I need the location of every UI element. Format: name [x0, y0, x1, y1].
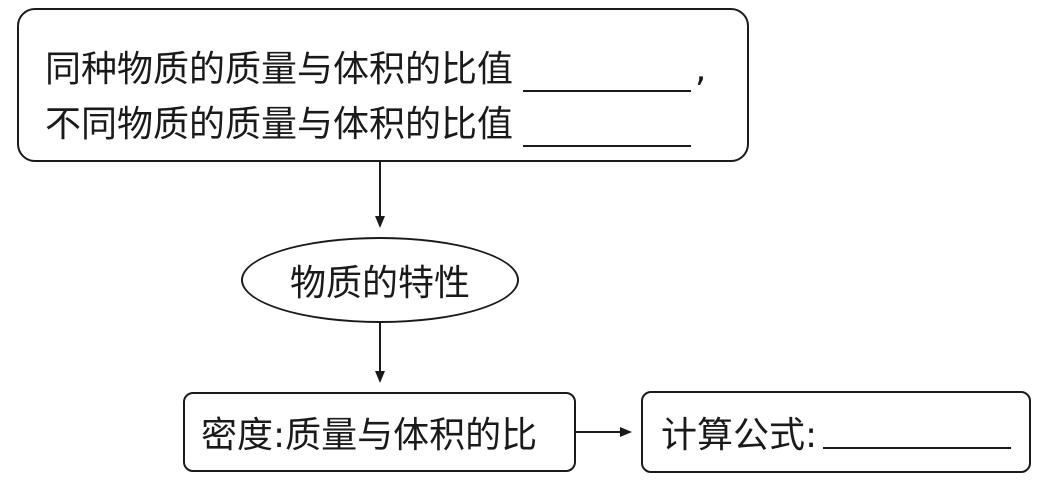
statement-line-same-substance: 同种物质的质量与体积的比值 , — [45, 48, 706, 92]
statement-text-different: 不同物质的质量与体积的比值 — [45, 104, 514, 145]
density-definition-box: 密度:质量与体积的比 — [183, 392, 576, 472]
formula-box: 计算公式: — [641, 391, 1031, 473]
answer-blank-different[interactable] — [523, 111, 692, 147]
ellipse-label: 物质的特性 — [289, 263, 470, 304]
property-ellipse: 物质的特性 — [241, 237, 519, 323]
comma: , — [695, 49, 707, 90]
answer-blank-formula[interactable] — [823, 415, 1012, 449]
formula-label: 计算公式: — [661, 415, 818, 456]
statement-line-different-substance: 不同物质的质量与体积的比值 — [45, 103, 692, 147]
top-statement-box: 同种物质的质量与体积的比值 , 不同物质的质量与体积的比值 — [17, 8, 749, 162]
density-label: 密度:质量与体积的比 — [201, 415, 538, 456]
statement-text-same: 同种物质的质量与体积的比值 — [45, 49, 514, 90]
answer-blank-same[interactable] — [523, 56, 692, 92]
